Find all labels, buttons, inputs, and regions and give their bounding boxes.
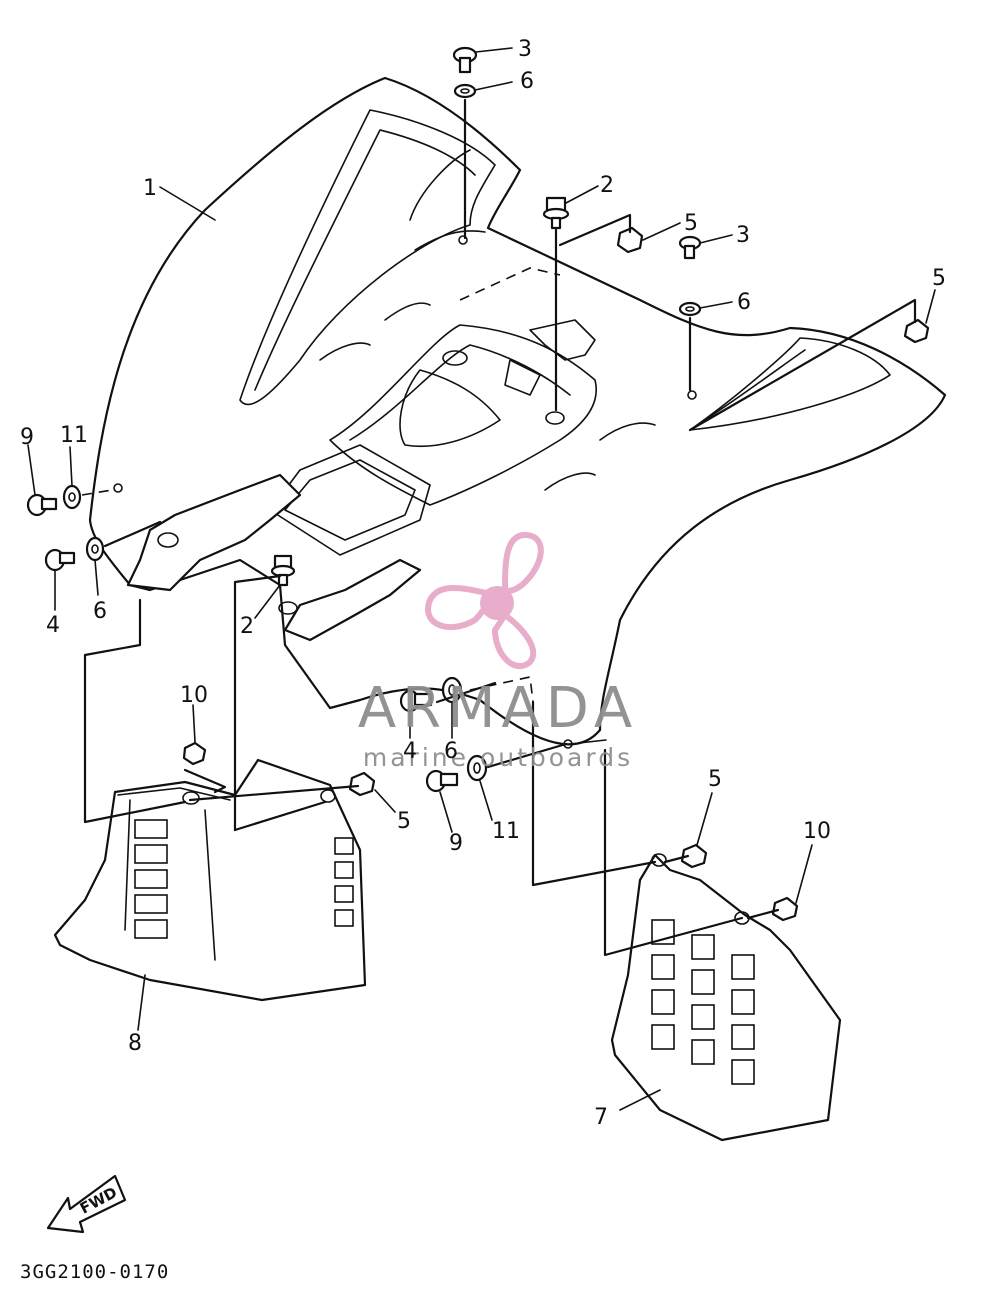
- vent-slot: [134, 869, 168, 889]
- vent-slot: [731, 989, 755, 1015]
- vent-slot: [651, 954, 675, 980]
- nut-5-top: [616, 226, 644, 254]
- vent-slot: [691, 1039, 715, 1065]
- callout-3-right: 3: [736, 223, 750, 248]
- washer-6-right: [678, 301, 702, 317]
- callout-10-left: 10: [180, 683, 208, 708]
- callout-6-center: 6: [444, 739, 458, 764]
- vent-slot: [334, 837, 354, 855]
- washer-6-top: [453, 83, 477, 99]
- watermark-brand: ARMADA: [358, 676, 638, 741]
- callout-6-left: 6: [93, 599, 107, 624]
- callout-11-left: 11: [60, 423, 88, 448]
- nut-10-right: [771, 896, 799, 922]
- side-panel-left: [53, 758, 367, 1002]
- bolt-4-left: [44, 548, 76, 572]
- callout-7: 7: [594, 1105, 608, 1130]
- vent-slot: [731, 1059, 755, 1085]
- nut-10-left: [182, 741, 207, 766]
- callout-10-right: 10: [803, 819, 831, 844]
- nut-5-lower: [348, 771, 376, 797]
- bolt-9-center: [425, 769, 459, 793]
- callout-4-left: 4: [46, 613, 60, 638]
- vent-slot: [651, 989, 675, 1015]
- propeller-icon: [425, 531, 544, 670]
- bolt-2-top: [542, 196, 570, 230]
- callout-9-center: 9: [449, 831, 463, 856]
- callout-5-top: 5: [684, 211, 698, 236]
- vent-slot: [134, 894, 168, 914]
- callout-5-right-lower: 5: [708, 767, 722, 792]
- fasteners: [26, 46, 930, 922]
- callout-5-right: 5: [932, 266, 946, 291]
- callout-6-right: 6: [737, 290, 751, 315]
- callout-2-top: 2: [600, 173, 614, 198]
- assembly-lines: [81, 98, 917, 957]
- callout-1: 1: [143, 176, 157, 201]
- vent-slot: [731, 1024, 755, 1050]
- callout-labels: 1 2 2 3 3 4 4 5 5 5 5 6 6 6 6 7 8 9 9 10…: [20, 37, 946, 1130]
- callout-2-lower: 2: [240, 614, 254, 639]
- drawing-code: 3GG2100-0170: [20, 1261, 169, 1283]
- callout-9-left: 9: [20, 425, 34, 450]
- nut-5-right-lower: [680, 843, 708, 869]
- vent-slot: [134, 819, 168, 839]
- rear-fender: [88, 76, 947, 749]
- washer-11-left: [62, 484, 82, 510]
- callout-6-top: 6: [520, 69, 534, 94]
- fwd-arrow-icon: FWD: [46, 1174, 127, 1234]
- bolt-9-left: [26, 493, 58, 517]
- side-panel-right: [610, 853, 842, 1142]
- vent-slot: [134, 919, 168, 939]
- leader-lines: [27, 47, 936, 1111]
- nut-5-right: [903, 318, 930, 344]
- vent-slot: [651, 1024, 675, 1050]
- vent-slot: [334, 909, 354, 927]
- watermark: ARMADA marine outboards: [358, 531, 638, 772]
- vent-slot: [334, 885, 354, 903]
- bolt-3-right: [678, 235, 702, 260]
- vent-slot: [691, 969, 715, 995]
- callout-3-top: 3: [518, 37, 532, 62]
- bolt-3-top: [452, 46, 478, 74]
- callout-5-lower: 5: [397, 809, 411, 834]
- washer-11-center: [466, 754, 488, 782]
- vent-slot: [134, 844, 168, 864]
- watermark-tagline: marine outboards: [363, 743, 633, 772]
- vent-slot: [691, 1004, 715, 1030]
- vent-slot: [334, 861, 354, 879]
- bolt-4-center: [399, 689, 433, 713]
- callout-8: 8: [128, 1031, 142, 1056]
- vent-slot: [731, 954, 755, 980]
- washer-6-left: [85, 536, 105, 562]
- bolt-2-lower: [270, 554, 296, 587]
- callout-4-center: 4: [403, 739, 417, 764]
- callout-11-center: 11: [492, 819, 520, 844]
- vent-slot: [691, 934, 715, 960]
